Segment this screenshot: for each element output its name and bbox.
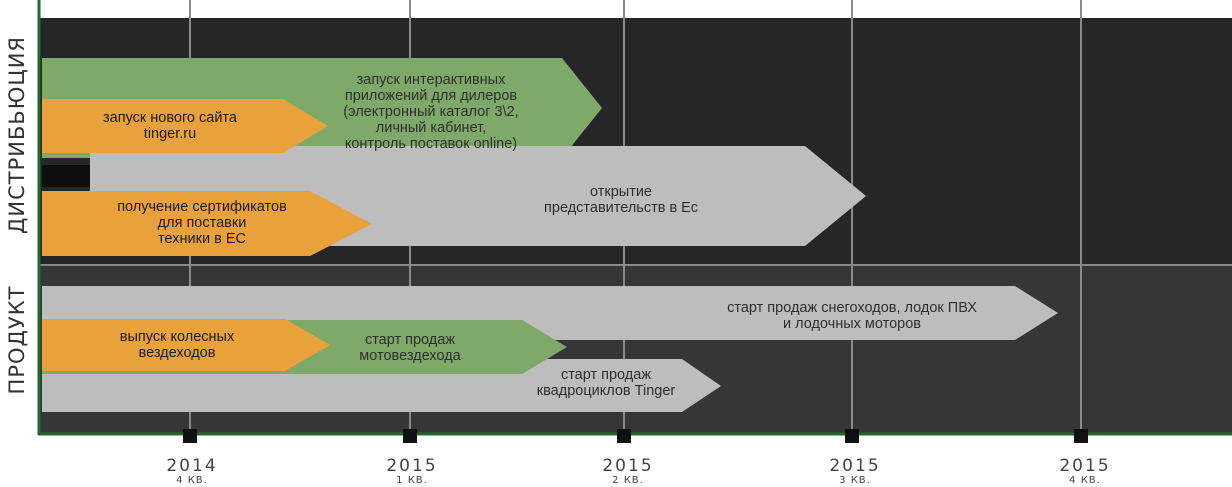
timeline-marker — [617, 429, 631, 443]
bar-label-line: старт продаж снегоходов, лодок ПВХ — [727, 300, 977, 316]
bar-label-atv: старт продаж квадроциклов Tinger — [537, 367, 675, 399]
bar-certificates — [42, 191, 372, 256]
bar-label-line: техники в ЕС — [158, 231, 246, 247]
axis-quarter: 2 КВ. — [612, 475, 644, 486]
bar-label-line: для поставки — [157, 215, 247, 231]
axis-year: 2014 — [166, 456, 218, 476]
bar-label-line: старт продаж — [364, 332, 456, 348]
bar-label-line: выпуск колесных — [119, 329, 235, 345]
axis-year: 2015 — [386, 456, 438, 476]
panel-gap-block — [42, 165, 90, 187]
axis-label-2015-q3: 2015 3 КВ. — [829, 456, 881, 487]
bar-label-line: открытие — [589, 184, 653, 200]
bar-label-wheeled-atv: выпуск колесных вездеходов — [120, 329, 234, 361]
bar-label-line: мотовездехода — [359, 348, 461, 364]
bar-label-certificates: получение сертификатов для поставки техн… — [117, 199, 287, 247]
bar-label-moto-atv: старт продаж мотовездехода — [359, 332, 460, 364]
bar-wheeled-atv — [42, 319, 330, 371]
bar-label-line: личный кабинет, — [375, 120, 487, 136]
timeline-marker — [403, 429, 417, 443]
bar-label-line: контроль поставок online) — [344, 136, 518, 152]
axis-label-2015-q4: 2015 4 КВ. — [1059, 456, 1111, 487]
bar-label-line: запуск нового сайта — [103, 110, 237, 126]
bar-label-new-site: запуск нового сайта tinger.ru — [103, 110, 237, 142]
bar-label-line: представительств в Ес — [544, 200, 698, 216]
row-label-product: ПРОДУКТ — [5, 285, 29, 395]
timeline-marker — [183, 429, 197, 443]
bar-label-line: старт продаж — [560, 367, 652, 383]
bar-new-site — [42, 99, 328, 153]
timeline-marker — [1074, 429, 1088, 443]
bar-label-line: вездеходов — [138, 345, 216, 361]
axis-quarter: 3 КВ. — [839, 475, 871, 486]
bar-label-line: квадроциклов Tinger — [536, 383, 676, 399]
bar-label-line: запуск интерактивных — [356, 72, 506, 88]
axis-year: 2015 — [1059, 456, 1111, 476]
bar-label-line: приложений для дилеров — [344, 88, 518, 104]
bar-label-line: tinger.ru — [143, 126, 197, 142]
row-label-distribution: ДИСТРИБЬЮЦИЯ — [5, 35, 29, 235]
bar-label-line: получение сертификатов — [117, 199, 287, 215]
timeline-marker — [845, 429, 859, 443]
axis-quarter: 1 КВ. — [396, 475, 428, 486]
timeline-markers — [183, 429, 1088, 443]
axis-quarter: 4 КВ. — [1069, 475, 1101, 486]
axis-year: 2015 — [602, 456, 654, 476]
bar-label-interactive-apps: запуск интерактивных приложений для диле… — [343, 72, 518, 152]
bar-label-line: (электронный каталог 3\2, — [343, 104, 519, 120]
bar-label-line: и лодочных моторов — [782, 316, 922, 332]
bar-label-snowmobiles: старт продаж снегоходов, лодок ПВХ и лод… — [727, 300, 977, 332]
axis-quarter: 4 КВ. — [176, 475, 208, 486]
axis-label-2015-q1: 2015 1 КВ. — [386, 456, 438, 487]
axis-label-2014-q4: 2014 4 КВ. — [166, 456, 218, 487]
axis-label-2015-q2: 2015 2 КВ. — [602, 456, 654, 487]
bar-label-eu-office: открытие представительств в Ес — [544, 184, 698, 216]
axis-year: 2015 — [829, 456, 881, 476]
